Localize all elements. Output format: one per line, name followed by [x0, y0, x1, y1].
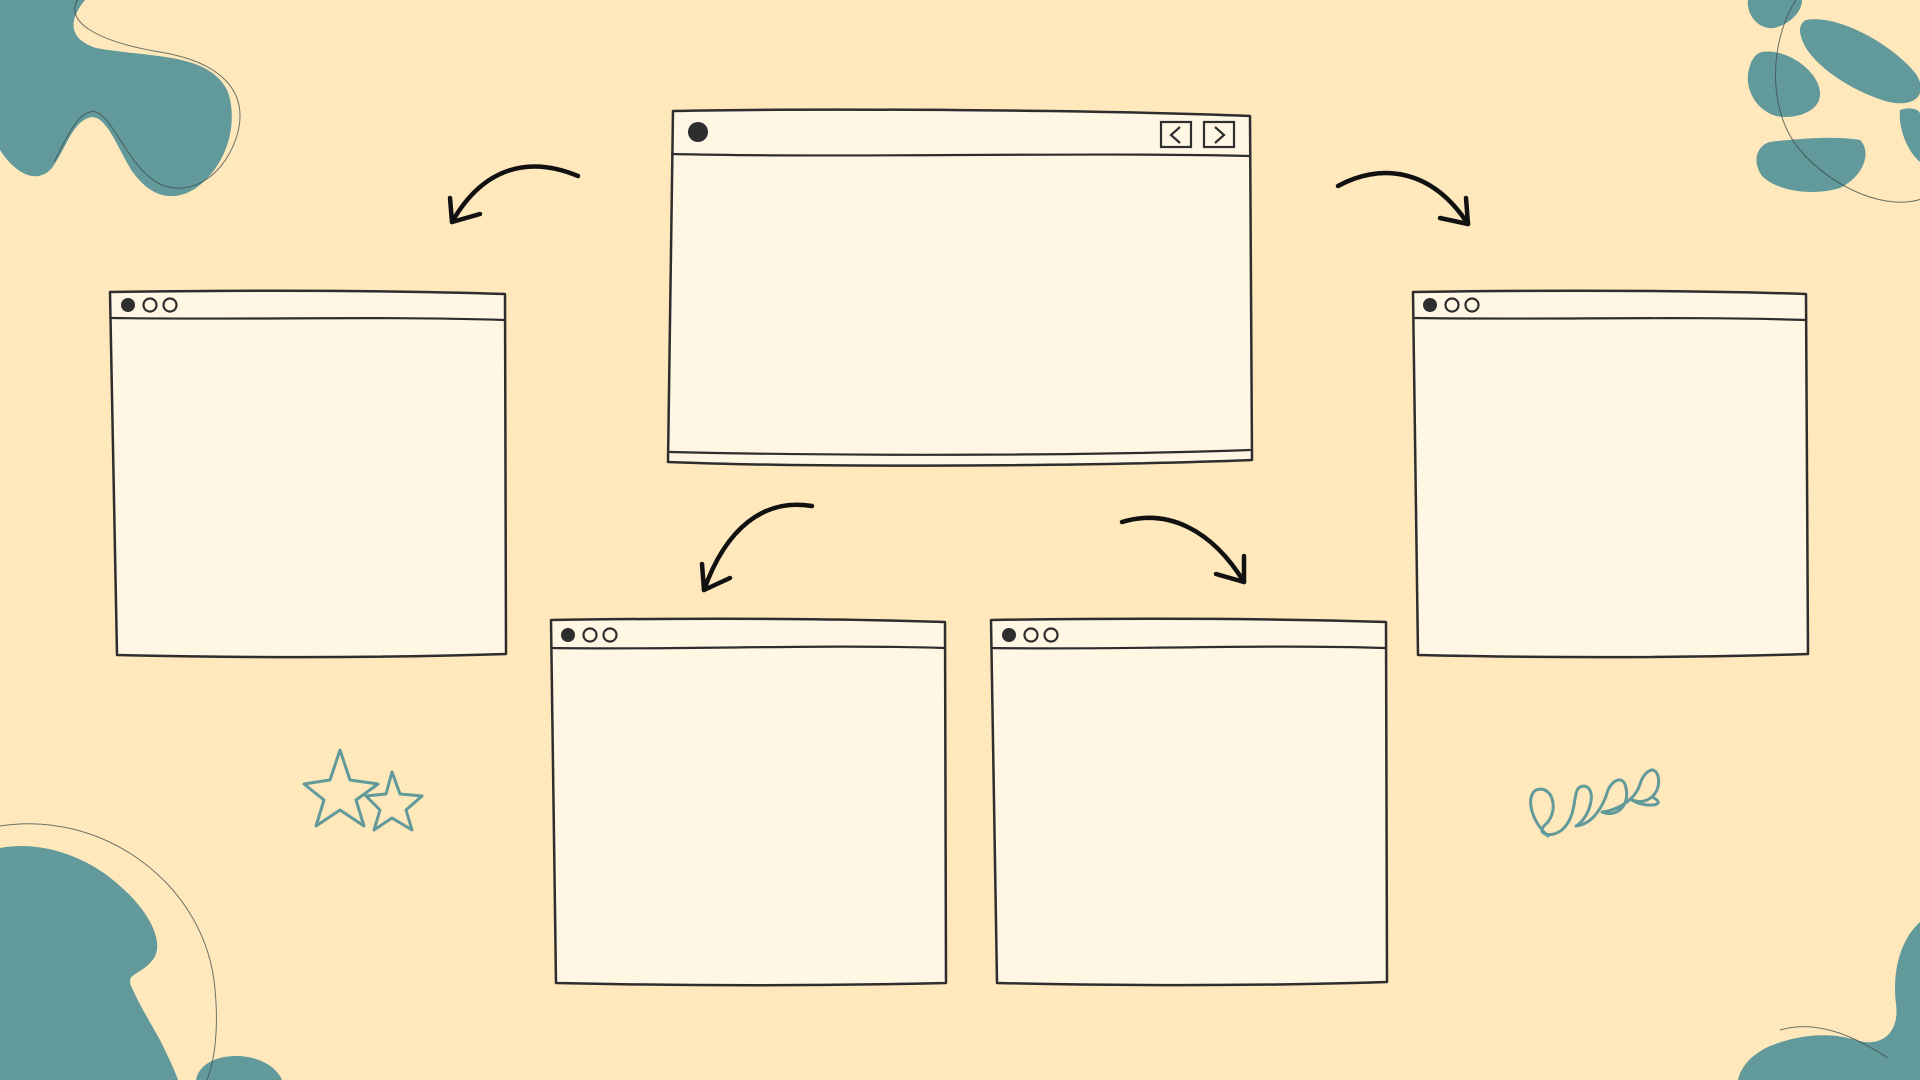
filled-dot-icon: [561, 628, 575, 642]
star-icon: [364, 770, 424, 832]
squiggle-icon: [1529, 768, 1661, 838]
bottom-left-window: [549, 617, 948, 987]
record-dot-icon: [688, 122, 708, 142]
ring-dot-icon: [1464, 297, 1480, 313]
star-icon: [302, 748, 380, 828]
filled-dot-icon: [121, 298, 135, 312]
ring-dot-icon: [602, 627, 618, 643]
ring-dot-icon: [142, 297, 158, 313]
stars-doodle: [302, 748, 424, 832]
arrow-to-bottom-right-window: [1119, 515, 1247, 585]
bottom-left-blob-icon: [0, 823, 282, 1080]
ring-dot-icon: [1043, 627, 1059, 643]
back-arrow-icon[interactable]: [1159, 120, 1193, 149]
main-window: [666, 108, 1254, 467]
filled-dot-icon: [1423, 298, 1437, 312]
bottom-right-blob-icon: [1738, 922, 1920, 1080]
arrow-to-left-window: [447, 164, 581, 225]
ring-dot-icon: [162, 297, 178, 313]
top-left-blob-icon: [0, 0, 241, 197]
forward-arrow-icon[interactable]: [1202, 120, 1236, 149]
left-window: [108, 289, 508, 659]
ring-dot-icon: [582, 627, 598, 643]
ring-dot-icon: [1023, 627, 1039, 643]
bottom-right-window: [989, 617, 1389, 987]
arrow-to-right-window: [1335, 170, 1471, 227]
top-right-blob-icon: [1747, 0, 1920, 203]
filled-dot-icon: [1002, 628, 1016, 642]
right-window: [1411, 289, 1810, 659]
ring-dot-icon: [1444, 297, 1460, 313]
arrow-to-bottom-left-window: [699, 502, 815, 593]
